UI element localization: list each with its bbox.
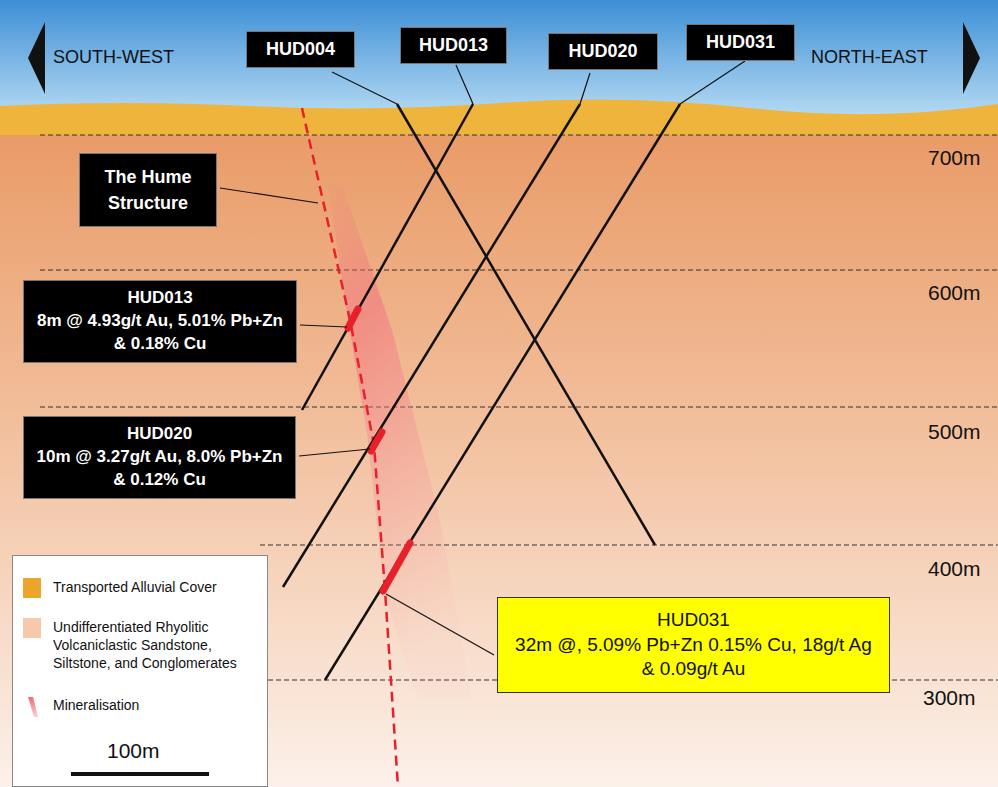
box-heading: HUD031 (510, 608, 877, 633)
structure-label: The Hume Structure (79, 153, 217, 227)
intercept-callout: HUD0138m @ 4.93g/t Au, 5.01% Pb+Zn & 0.1… (23, 280, 297, 363)
box-heading: HUD013 (32, 287, 288, 310)
legend-text: Undifferentiated Rhyolitic Volcaniclasti… (53, 618, 253, 672)
box-body: 10m @ 3.27g/t Au, 8.0% Pb+Zn & 0.12% Cu (32, 446, 287, 492)
depth-label: 300m (923, 686, 976, 710)
direction-label: NORTH-EAST (811, 47, 928, 68)
legend-text: Mineralisation (53, 696, 253, 714)
hume-structure (302, 108, 398, 787)
direction-arrow (963, 22, 980, 94)
depth-label: 700m (928, 146, 981, 170)
legend-text: Transported Alluvial Cover (53, 578, 253, 596)
legend-entry: Undifferentiated Rhyolitic Volcaniclasti… (23, 618, 253, 672)
drill-holes (283, 104, 680, 680)
box-heading: HUD020 (553, 41, 653, 62)
depth-label: 500m (928, 420, 981, 444)
drillhole-tag: HUD031 (686, 24, 795, 61)
legend-symbol (23, 696, 41, 718)
box-heading: HUD020 (32, 423, 287, 446)
box-heading: The Hume Structure (86, 164, 210, 216)
drillhole-tag: HUD020 (548, 33, 658, 70)
legend-entry: Mineralisation (23, 696, 253, 718)
box-heading: HUD004 (251, 39, 350, 60)
box-heading: HUD013 (405, 35, 502, 56)
direction-label: SOUTH-WEST (53, 47, 174, 68)
box-heading: HUD031 (691, 32, 790, 53)
box-body: 32m @, 5.09% Pb+Zn 0.15% Cu, 18g/t Ag & … (510, 633, 877, 682)
box-body: 8m @ 4.93g/t Au, 5.01% Pb+Zn & 0.18% Cu (32, 310, 288, 356)
drillhole-tag: HUD013 (400, 27, 507, 64)
depth-label: 600m (928, 281, 981, 305)
scale-label: 100m (107, 739, 160, 763)
depth-label: 400m (928, 557, 981, 581)
legend-entry: Transported Alluvial Cover (23, 578, 253, 598)
legend-swatch (23, 578, 41, 598)
mineralisation-zone (328, 185, 472, 700)
direction-arrow (28, 22, 45, 94)
intercept-callout: HUD02010m @ 3.27g/t Au, 8.0% Pb+Zn & 0.1… (23, 416, 296, 499)
bedrock (0, 125, 998, 787)
drillhole-tag: HUD004 (246, 31, 355, 68)
legend-swatch (23, 618, 41, 638)
leader-lines (220, 61, 745, 655)
intercept-callout: HUD03132m @, 5.09% Pb+Zn 0.15% Cu, 18g/t… (497, 597, 890, 693)
alluvial-cover (0, 99, 998, 135)
